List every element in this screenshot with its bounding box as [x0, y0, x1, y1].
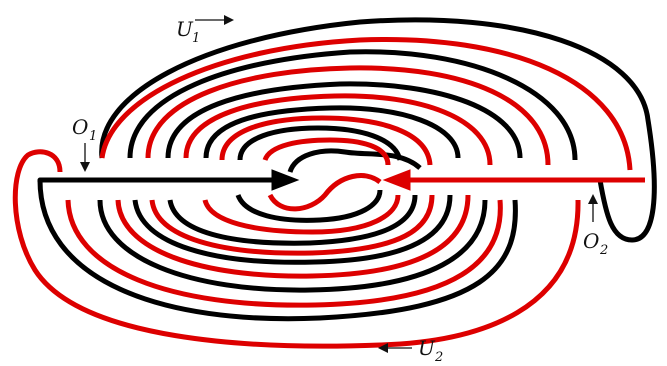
label-u2-base: U	[418, 336, 436, 360]
red-inner-s	[267, 173, 382, 212]
red-arc-1	[145, 65, 551, 166]
black-straight-segment	[37, 177, 292, 183]
black-lower-3	[132, 194, 453, 265]
red-lower-4	[202, 194, 401, 235]
red-outer-loop	[12, 149, 581, 349]
label-o2-sub: 2	[599, 243, 608, 258]
label-o1-sub: 1	[89, 129, 97, 144]
red-lower-2	[115, 194, 471, 279]
black-arrowhead	[271, 169, 300, 191]
red-arc-4	[262, 137, 391, 166]
black-lower-2	[97, 199, 488, 293]
label-u1-sub: 1	[192, 31, 200, 46]
black-outer-arc	[99, 17, 657, 243]
label-o2-base: O	[583, 229, 599, 253]
black-arc-5	[237, 125, 403, 161]
label-o2: O 2	[583, 194, 608, 258]
black-arc-3	[165, 81, 523, 159]
label-o1: O 1	[72, 115, 97, 172]
red-lower-3	[149, 194, 435, 256]
black-arc-6	[287, 148, 422, 173]
black-curve	[37, 17, 657, 322]
black-arc-4	[203, 105, 461, 159]
red-arc-2	[183, 93, 493, 166]
label-o1-base: O	[72, 115, 88, 139]
black-lower-4	[167, 194, 418, 246]
black-arc-2	[127, 49, 578, 161]
label-u2-sub: 2	[434, 350, 443, 365]
red-arrowhead	[382, 169, 411, 191]
black-lower-5	[235, 189, 383, 223]
red-lower-1	[65, 199, 503, 308]
label-u1: U 1	[176, 15, 234, 46]
red-arc-3	[219, 115, 433, 166]
red-arc-outer-right	[99, 36, 633, 171]
label-u1-base: U	[176, 17, 194, 41]
red-curve	[12, 36, 645, 349]
black-lower-1	[37, 179, 518, 322]
label-u2: U 2	[378, 336, 443, 365]
